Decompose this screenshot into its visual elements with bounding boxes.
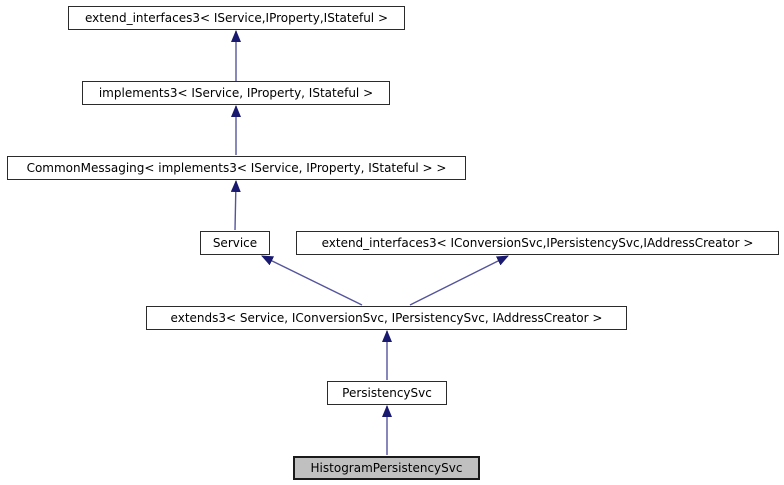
node-implements3[interactable]: implements3< IService, IProperty, IState… bbox=[82, 81, 390, 105]
node-histogrampersistencysvc-selected: HistogramPersistencySvc bbox=[293, 456, 480, 480]
edge-extends3-to-service bbox=[261, 255, 363, 306]
node-extend-interfaces3-iconversionsvc[interactable]: extend_interfaces3< IConversionSvc,IPers… bbox=[296, 231, 779, 255]
node-extends3[interactable]: extends3< Service, IConversionSvc, IPers… bbox=[146, 306, 627, 330]
edge-service-to-commonmessaging bbox=[230, 180, 241, 231]
node-persistencysvc[interactable]: PersistencySvc bbox=[327, 381, 447, 405]
edge-extends3-to-extend-interfaces3b bbox=[409, 255, 509, 306]
node-extend-interfaces3-iservice[interactable]: extend_interfaces3< IService,IProperty,I… bbox=[68, 6, 405, 30]
node-commonmessaging[interactable]: CommonMessaging< implements3< IService, … bbox=[7, 156, 466, 180]
node-service[interactable]: Service bbox=[200, 231, 270, 255]
